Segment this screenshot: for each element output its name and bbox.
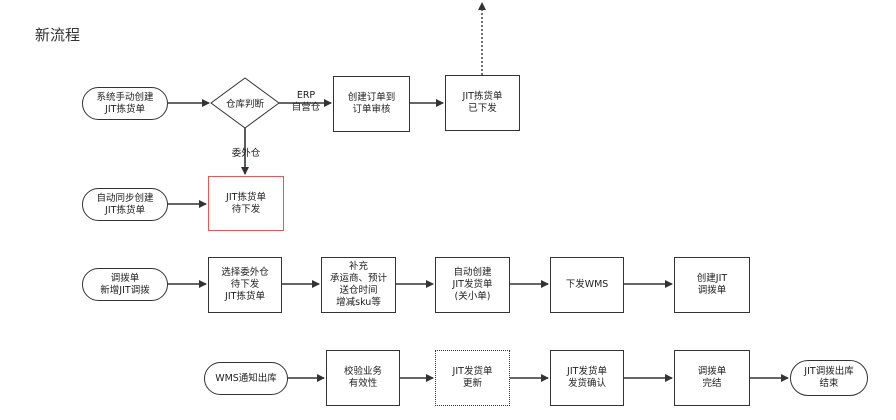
- node-manual-create: 系统手动创建 JIT拣货单: [82, 87, 168, 120]
- node-jit-pending: JIT拣货单 待下发: [208, 176, 284, 231]
- node-warehouse-check: 仓库判断: [225, 99, 264, 110]
- label-erp-own: ERP 自营仓: [291, 90, 321, 113]
- node-push-wms: 下发WMS: [550, 257, 624, 313]
- node-ship-update: JIT发货单 更新: [435, 350, 510, 406]
- node-transfer-new: 调拨单 新增JIT调拨: [82, 268, 168, 301]
- node-create-jit-transfer: 创建JIT 调拨单: [674, 257, 750, 313]
- diagram-title: 新流程: [35, 26, 81, 44]
- node-validate: 校验业务 有效性: [326, 350, 400, 406]
- node-create-order: 创建订单到 订单审核: [333, 76, 410, 132]
- node-ship-confirm: JIT发货单 发货确认: [550, 350, 624, 406]
- node-transfer-end: JIT调拨出库 结束: [790, 360, 868, 396]
- node-wms-notify: WMS通知出库: [204, 362, 288, 395]
- node-select-pending: 选择委外仓 待下发 JIT拣货单: [208, 257, 282, 313]
- label-outsourced: 委外仓: [231, 148, 261, 159]
- node-jit-issued: JIT拣货单 已下发: [445, 75, 520, 131]
- node-transfer-done: 调拨单 完结: [674, 350, 750, 406]
- node-supplement: 补充 承运商、预计 送仓时间 增减sku等: [321, 257, 396, 313]
- node-auto-sync: 自动同步创建 JIT拣货单: [82, 188, 168, 221]
- node-auto-create-ship: 自动创建 JIT发货单 (关小单): [435, 257, 510, 313]
